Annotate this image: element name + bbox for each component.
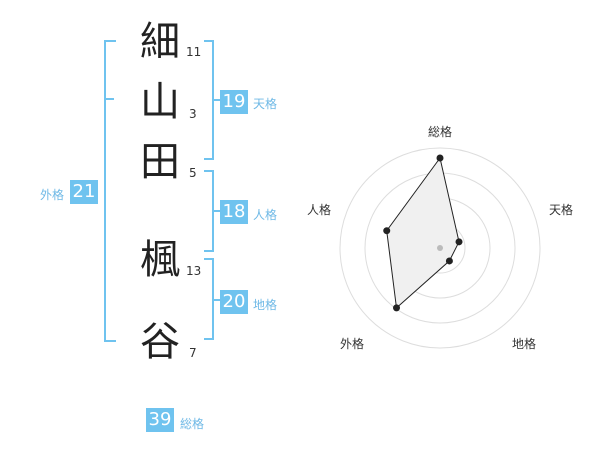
name-char-3: 田 bbox=[140, 139, 180, 185]
stroke-count-1: 11 bbox=[186, 45, 202, 59]
radar-point bbox=[445, 257, 453, 265]
tenkaku-connector bbox=[213, 99, 221, 101]
chikaku-label: 地格 bbox=[253, 298, 278, 312]
chikaku-score-badge: 20 bbox=[220, 290, 248, 314]
radar-point bbox=[393, 304, 401, 312]
radar-point bbox=[455, 238, 463, 246]
gaikaku-bracket-mid-tick bbox=[106, 98, 114, 100]
gaikaku-label: 外格 bbox=[40, 188, 65, 202]
radar-ring bbox=[339, 147, 541, 349]
stroke-count-5: 7 bbox=[189, 346, 197, 360]
gaikaku-bracket bbox=[104, 40, 116, 342]
soukaku-label: 総格 bbox=[180, 417, 205, 431]
radar-label-tenkaku: 天格 bbox=[548, 203, 573, 217]
radar-polygon bbox=[386, 156, 460, 309]
name-char-5: 谷 bbox=[140, 319, 180, 365]
stroke-count-3: 5 bbox=[189, 166, 197, 180]
radar-point bbox=[436, 154, 444, 162]
jinkaku-label: 人格 bbox=[253, 208, 278, 222]
radar-label-soukaku: 総格 bbox=[427, 125, 452, 139]
radar-label-jinkaku: 人格 bbox=[306, 203, 331, 217]
radar-center bbox=[437, 245, 443, 251]
jinkaku-connector bbox=[213, 210, 221, 212]
stroke-count-4: 13 bbox=[186, 264, 202, 278]
radar-point bbox=[383, 227, 391, 235]
tenkaku-score-badge: 19 bbox=[220, 90, 248, 114]
name-char-4: 楓 bbox=[140, 237, 180, 283]
name-char-1: 細 bbox=[140, 19, 180, 65]
gaikaku-score-badge: 21 bbox=[70, 180, 98, 204]
stroke-count-2: 3 bbox=[189, 107, 197, 121]
name-char-2: 山 bbox=[140, 79, 180, 125]
jinkaku-score-badge: 18 bbox=[220, 200, 248, 224]
soukaku-score-badge: 39 bbox=[146, 408, 174, 432]
radar-label-chikaku: 地格 bbox=[511, 337, 536, 351]
tenkaku-label: 天格 bbox=[253, 97, 278, 111]
chikaku-connector bbox=[213, 299, 221, 301]
radar-label-gaikaku: 外格 bbox=[339, 337, 364, 351]
